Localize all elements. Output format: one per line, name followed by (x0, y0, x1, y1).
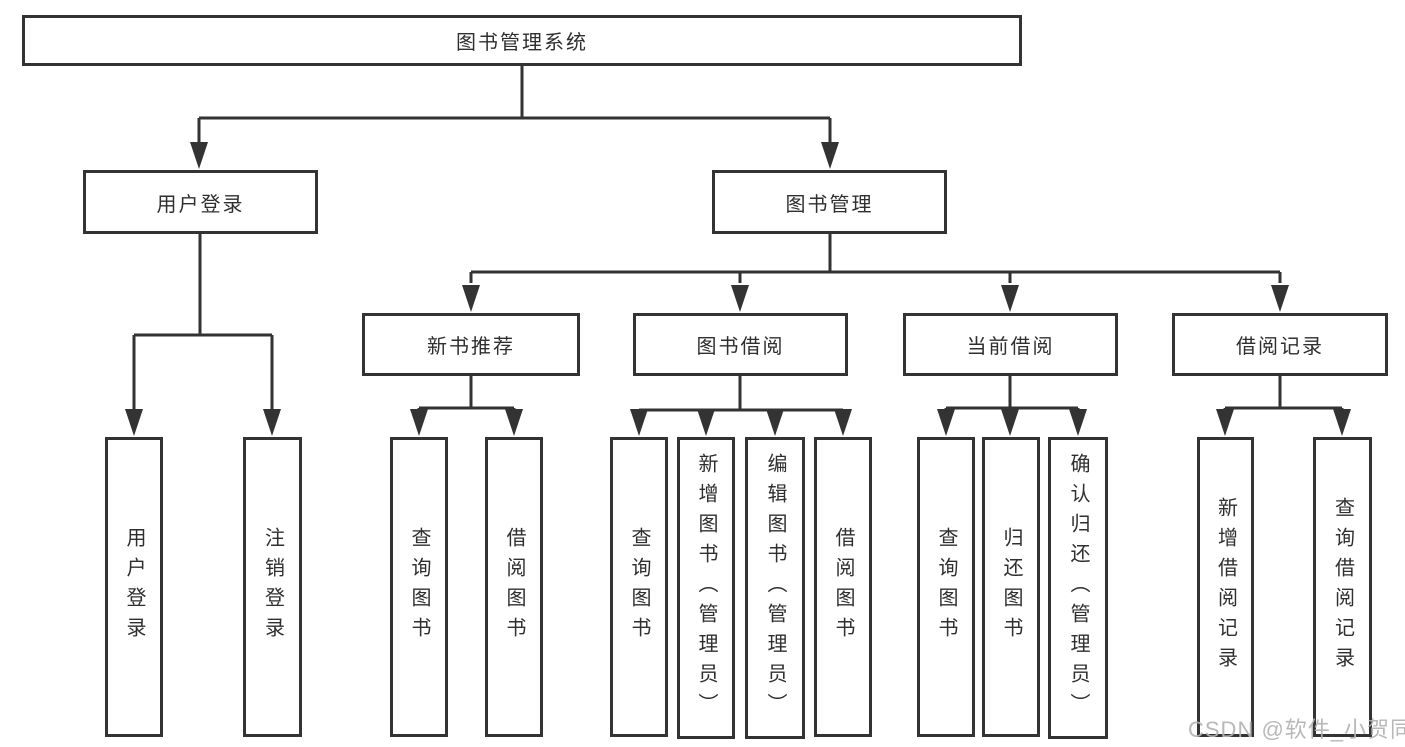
node-book-management: 图书管理 (712, 170, 947, 234)
leaf-bb-edit-books-label: 编辑图书（管理员） (764, 453, 786, 723)
node-new-book-recommend: 新书推荐 (362, 313, 580, 376)
leaf-br-query-record-label: 查询借阅记录 (1331, 497, 1354, 677)
leaf-nb-query-books: 查询图书 (390, 437, 448, 737)
node-book-borrowing: 图书借阅 (633, 313, 848, 376)
leaf-user-login-label: 用户登录 (123, 527, 145, 647)
leaf-user-login: 用户登录 (105, 437, 163, 737)
node-borrowing-records-label: 借阅记录 (1236, 336, 1324, 358)
node-new-book-recommend-label: 新书推荐 (427, 336, 515, 358)
leaf-bb-edit-books: 编辑图书（管理员） (745, 437, 805, 739)
leaf-br-add-record-label: 新增借阅记录 (1214, 497, 1237, 677)
leaf-cb-confirm-return-label: 确认归还（管理员） (1067, 453, 1089, 723)
node-user-login: 用户登录 (83, 170, 318, 234)
leaf-bb-borrow-books: 借阅图书 (814, 437, 872, 737)
leaf-cb-query-books-label: 查询图书 (935, 527, 957, 647)
leaf-bb-query-books-label: 查询图书 (628, 527, 650, 647)
node-current-borrowing-label: 当前借阅 (966, 336, 1055, 358)
node-current-borrowing: 当前借阅 (903, 313, 1118, 376)
leaf-logout: 注销登录 (243, 437, 302, 737)
leaf-bb-borrow-books-label: 借阅图书 (832, 527, 854, 647)
leaf-cb-return-books-label: 归还图书 (1000, 527, 1022, 647)
leaf-bb-query-books: 查询图书 (610, 437, 668, 737)
leaf-cb-return-books: 归还图书 (982, 437, 1040, 737)
node-borrowing-records: 借阅记录 (1172, 313, 1388, 376)
leaf-logout-label: 注销登录 (261, 527, 284, 647)
leaf-br-add-record: 新增借阅记录 (1197, 437, 1254, 737)
node-book-management-label: 图书管理 (785, 193, 874, 216)
leaf-cb-confirm-return: 确认归还（管理员） (1048, 437, 1108, 739)
leaf-nb-query-books-label: 查询图书 (408, 527, 430, 647)
leaf-nb-borrow-books-label: 借阅图书 (503, 527, 525, 647)
leaf-bb-add-books: 新增图书（管理员） (677, 437, 735, 739)
leaf-nb-borrow-books: 借阅图书 (485, 437, 543, 737)
leaf-br-query-record: 查询借阅记录 (1313, 437, 1372, 737)
csdn-watermark: CSDN @软件_小贺同学 (1188, 717, 1405, 742)
node-user-login-label: 用户登录 (156, 193, 245, 216)
leaf-cb-query-books: 查询图书 (917, 437, 975, 737)
node-book-borrowing-label: 图书借阅 (696, 336, 785, 358)
node-library-system: 图书管理系统 (22, 15, 1022, 66)
node-library-system-label: 图书管理系统 (456, 32, 588, 54)
leaf-bb-add-books-label: 新增图书（管理员） (695, 453, 717, 723)
